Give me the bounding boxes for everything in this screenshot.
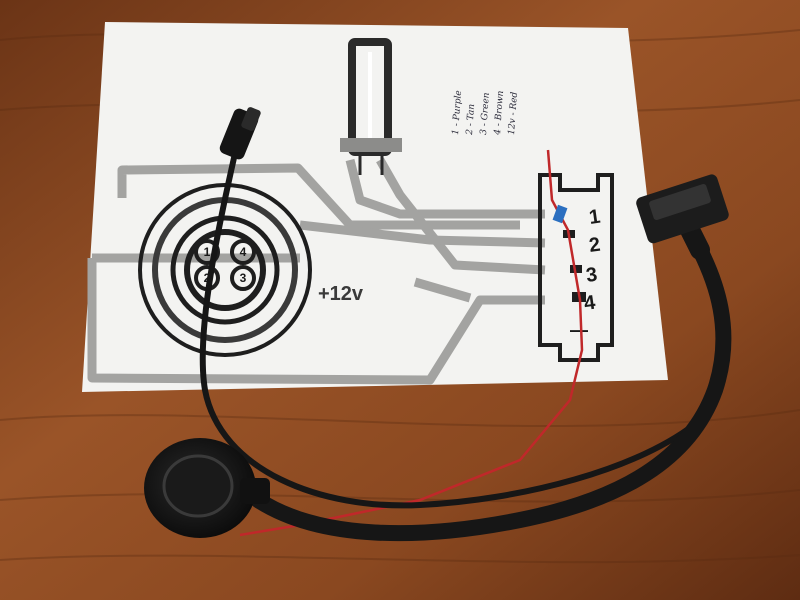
round-pin-4: 4 bbox=[240, 245, 247, 259]
legend-line-3: 3 - Green bbox=[479, 92, 492, 135]
legend-line-1: 1 - Purple bbox=[451, 90, 464, 135]
handwritten-legend: 1 - Purple 2 - Tan 3 - Green 4 - Brown 1… bbox=[451, 90, 520, 136]
round-connector-diagram bbox=[138, 183, 312, 357]
pin-label-2: 2 bbox=[588, 234, 602, 257]
legend-line-4: 4 - Brown bbox=[493, 90, 506, 136]
supply-voltage-label: +12v bbox=[318, 283, 364, 305]
pin-label-3: 3 bbox=[585, 264, 599, 287]
pin-label-minus: — bbox=[570, 320, 588, 340]
pin-label-4: 4 bbox=[583, 291, 598, 314]
sensor-plug-top bbox=[219, 107, 261, 160]
heating-element-diagram bbox=[340, 38, 402, 175]
round-pin-1: 1 bbox=[204, 245, 211, 259]
connector-pin-labels: 1 2 3 4 — bbox=[570, 206, 602, 340]
blue-splice bbox=[552, 204, 568, 224]
round-pin-3: 3 bbox=[240, 271, 247, 285]
wiring-harness-cables bbox=[199, 137, 732, 542]
wiring-diagram-traces bbox=[87, 157, 546, 385]
legend-line-5: 12v - Red bbox=[507, 91, 520, 135]
round-plug bbox=[144, 438, 270, 538]
rectangular-plug bbox=[636, 174, 729, 244]
legend-line-2: 2 - Tan bbox=[465, 103, 477, 136]
pin-label-1: 1 bbox=[588, 206, 602, 229]
